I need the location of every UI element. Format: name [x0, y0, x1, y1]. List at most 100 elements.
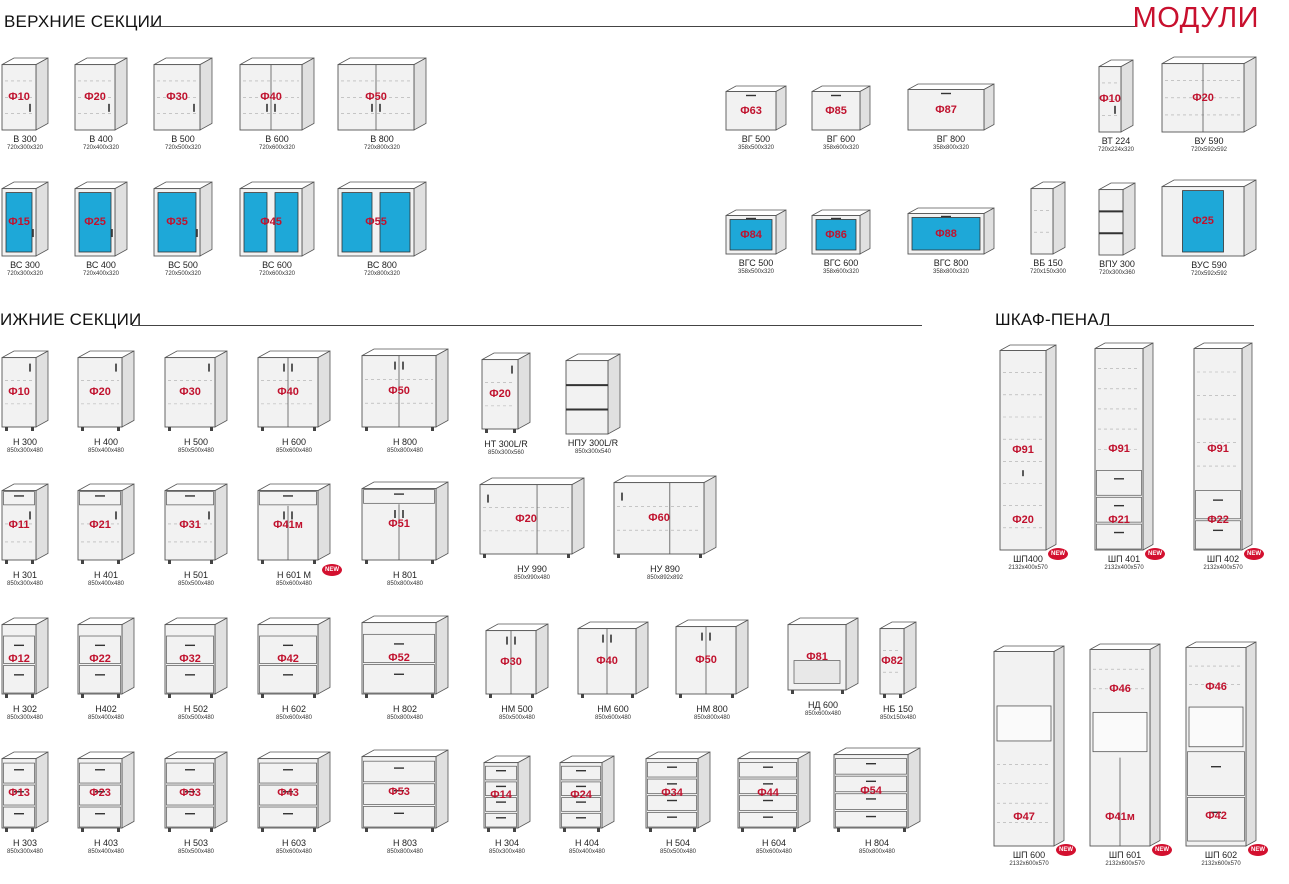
module-code: Ф20 — [515, 513, 537, 526]
module-code-secondary: Ф20 — [1012, 514, 1034, 527]
cabinet-drawing — [239, 57, 315, 131]
module-name: ВС 800 — [367, 260, 397, 270]
module-dimensions: 850x150x480 — [879, 715, 917, 721]
module-dimensions: 358x600x320 — [822, 269, 860, 275]
module-name: Н 804 — [864, 838, 890, 848]
module-name: Н 503 — [183, 838, 209, 848]
module-dimensions: 850x500x480 — [177, 849, 215, 855]
module-dimensions: 850x600x480 — [755, 849, 793, 855]
module-code: Ф13 — [8, 787, 30, 800]
cabinet-drawing — [1098, 182, 1136, 256]
cabinet-drawing — [833, 747, 921, 832]
module-code: Ф85 — [825, 104, 847, 117]
module-name: Н 604 — [761, 838, 787, 848]
section-rule-lower — [132, 325, 922, 326]
module-code: Ф25 — [1192, 215, 1214, 228]
module-dimensions: 2132x600x570 — [1009, 861, 1049, 867]
module-code: Ф43 — [277, 787, 299, 800]
module-code: Ф31 — [179, 519, 201, 532]
module-name: ШП 601 — [1108, 850, 1142, 860]
module-dimensions: 720x592x592 — [1190, 147, 1228, 153]
module-name: Н 502 — [183, 704, 209, 714]
module-code: Ф24 — [570, 789, 592, 802]
cabinet-drawing — [737, 751, 811, 832]
cabinet-drawing — [907, 83, 995, 131]
module-name: В 300 — [13, 134, 37, 144]
module-dimensions: 720x300x320 — [6, 145, 44, 151]
module-name: В 500 — [171, 134, 195, 144]
module-code: Ф40 — [596, 655, 618, 668]
module-dimensions: 850x400x480 — [87, 581, 125, 587]
cabinet-drawing — [361, 481, 449, 564]
module-dimensions: 850x400x480 — [568, 849, 606, 855]
module-dimensions: 850x600x480 — [594, 715, 632, 721]
new-badge: NEW — [322, 564, 342, 576]
module-name: Н 300 — [12, 437, 38, 447]
module-name: ШП 600 — [1012, 850, 1046, 860]
cabinet-drawing — [164, 617, 228, 698]
module-name: Н 400 — [93, 437, 119, 447]
module-name: Н 401 — [93, 570, 119, 580]
module-dimensions: 850x800x480 — [386, 849, 424, 855]
module-name: В 600 — [265, 134, 289, 144]
cabinet-drawing — [787, 617, 859, 694]
module-dimensions: 850x300x480 — [6, 448, 44, 454]
module-dimensions: 720x500x320 — [164, 145, 202, 151]
module-name: ВБ 150 — [1033, 258, 1063, 268]
module-code: Ф10 — [8, 386, 30, 399]
section-rule-upper — [150, 26, 1135, 27]
module-dimensions: 850x600x480 — [275, 448, 313, 454]
module-name: ВС 500 — [168, 260, 198, 270]
module-name: ШП 602 — [1204, 850, 1238, 860]
module-name: Н402 — [95, 704, 117, 714]
module-dimensions: 850x800x480 — [386, 715, 424, 721]
module-code: Ф14 — [490, 789, 512, 802]
module-name: Н 800 — [392, 437, 418, 447]
module-dimensions: 358x800x320 — [932, 269, 970, 275]
module-name: ВГ 600 — [826, 134, 856, 144]
cabinet-drawing — [337, 181, 427, 257]
module-code: Ф20 — [1192, 91, 1214, 104]
cabinet-drawing — [164, 350, 228, 431]
module-name: ВУ 590 — [1194, 136, 1224, 146]
module-code: Ф20 — [489, 388, 511, 401]
module-dimensions: 850x600x480 — [275, 849, 313, 855]
cabinet-drawing — [559, 755, 615, 832]
module-name: Н 501 — [183, 570, 209, 580]
module-dimensions: 720x150x300 — [1029, 269, 1067, 275]
module-dimensions: 850x800x480 — [386, 581, 424, 587]
module-code: Ф10 — [8, 91, 30, 104]
cabinet-drawing — [361, 348, 449, 431]
cabinet-drawing — [1094, 342, 1154, 551]
module-code: Ф91 — [1207, 443, 1229, 456]
module-name: ВУС 590 — [1191, 260, 1227, 270]
module-dimensions: 720x224x320 — [1097, 147, 1135, 153]
cabinet-drawing — [1193, 342, 1253, 551]
module-dimensions: 850x300x560 — [487, 450, 525, 456]
module-code: Ф42 — [277, 653, 299, 666]
module-name: Н 302 — [12, 704, 38, 714]
module-code: Ф40 — [260, 91, 282, 104]
section-title-lower: ИЖНИЕ СЕКЦИИ — [0, 310, 145, 330]
